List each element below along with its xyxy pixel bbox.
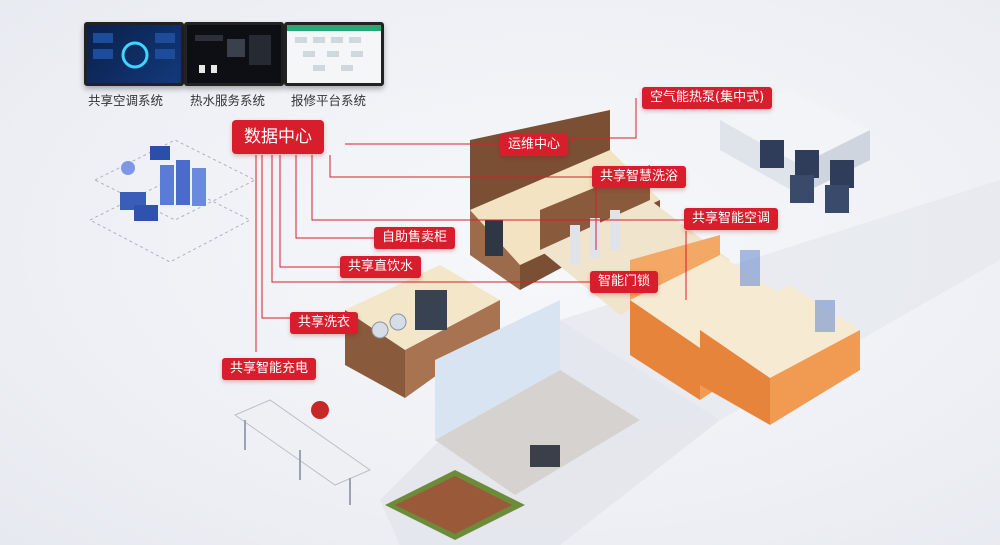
caption-ac-system: 共享空调系统 <box>88 93 164 108</box>
label-laundry: 共享洗衣 <box>290 312 359 334</box>
monitor-repair-platform <box>284 22 384 86</box>
caption-hot-water-system: 热水服务系统 <box>190 93 266 108</box>
monitor-ac-system <box>84 22 184 86</box>
laundry-room <box>345 265 500 398</box>
dashboard-preview-icon <box>195 35 271 73</box>
label-smart-door-lock: 智能门锁 <box>590 271 659 293</box>
label-smart-ac: 共享智能空调 <box>684 208 779 230</box>
label-drinking-water: 共享直饮水 <box>340 256 422 278</box>
label-air-heat-pump: 空气能热泵(集中式) <box>642 87 773 109</box>
label-vending-cabinet: 自助售卖柜 <box>374 227 456 249</box>
label-smart-bathing: 共享智慧洗浴 <box>592 166 687 188</box>
dormitory-rooms <box>630 235 860 425</box>
dashboard-preview-icon <box>287 25 381 71</box>
server-cluster <box>88 139 257 263</box>
lobby-area <box>385 300 640 540</box>
dashboard-preview-icon <box>93 33 175 69</box>
charging-shed <box>233 399 372 505</box>
label-operations-center: 运维中心 <box>500 134 569 156</box>
label-smart-charging: 共享智能充电 <box>222 358 317 380</box>
caption-repair-platform: 报修平台系统 <box>291 93 367 108</box>
monitor-hot-water-system <box>184 22 284 86</box>
data-center-label: 数据中心 <box>232 120 324 154</box>
